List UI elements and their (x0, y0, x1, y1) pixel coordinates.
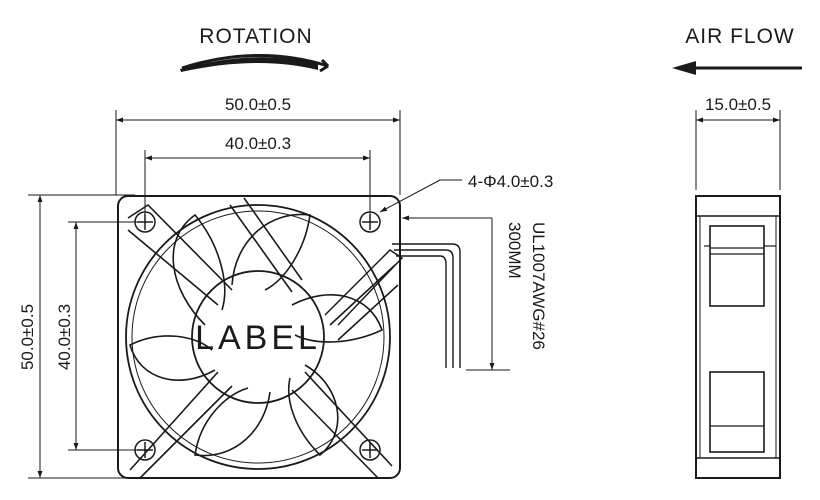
fan-hub (191, 270, 325, 404)
depth-dimension: 15.0±0.5 (695, 95, 781, 190)
rotation-heading: ROTATION (199, 25, 312, 48)
mounting-hole-bottom-right (359, 439, 381, 461)
depth-label: 15.0±0.5 (705, 95, 771, 114)
hole-pitch-width-label: 40.0±0.3 (225, 134, 291, 153)
outer-height-dimension: 50.0±0.5 (18, 194, 135, 479)
mounting-holes-label: 4-Φ4.0±0.3 (468, 172, 553, 191)
fan-front-view: LABEL (117, 195, 404, 479)
lead-wires (392, 243, 461, 368)
hub-label: LABEL (195, 319, 321, 357)
fan-side-view (695, 195, 781, 479)
outer-height-label: 50.0±0.5 (18, 304, 37, 370)
wire-spec-label: UL1007AWG#26 (529, 222, 548, 350)
mounting-hole-bottom-left (134, 439, 156, 461)
outer-width-label: 50.0±0.5 (225, 95, 291, 114)
outer-width-dimension: 50.0±0.5 (115, 95, 401, 195)
mounting-holes-callout: 4-Φ4.0±0.3 (379, 172, 553, 213)
mounting-hole-top-left (134, 211, 156, 233)
wire-length-dimension (402, 215, 510, 371)
air-flow-heading: AIR FLOW (685, 25, 795, 48)
hole-pitch-width-dimension: 40.0±0.3 (144, 134, 371, 215)
wire-length-label: 300MM (505, 222, 524, 279)
rotation-arrow (181, 53, 330, 73)
hole-pitch-height-dimension: 40.0±0.3 (55, 221, 140, 451)
wire-channel (324, 249, 404, 326)
air-flow-arrow (672, 61, 802, 75)
hole-pitch-height-label: 40.0±0.3 (55, 304, 74, 370)
mounting-hole-top-right (359, 211, 381, 233)
